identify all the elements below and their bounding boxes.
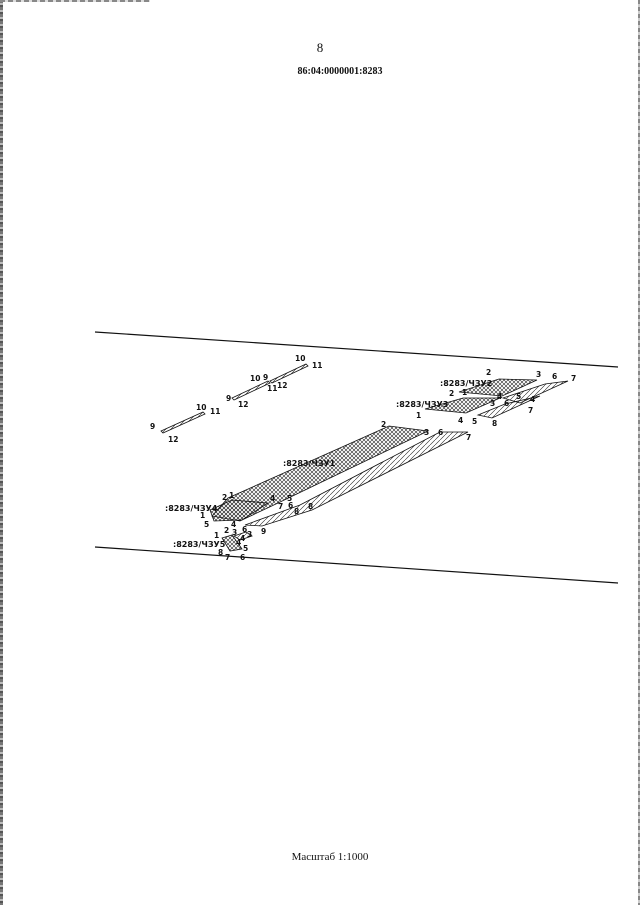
point-label: 8 — [218, 548, 223, 557]
point-label: 1 — [229, 491, 234, 500]
point-label: 3 — [232, 528, 237, 537]
point-label: 6 — [438, 428, 443, 437]
point-label: 5 — [243, 544, 248, 553]
point-label: 2 — [222, 493, 227, 502]
point-label: 11 — [210, 407, 220, 416]
page-number: 8 — [316, 40, 324, 55]
point-label: 5 — [516, 392, 521, 401]
point-label: 10 — [250, 374, 260, 383]
plot-chzu3: :8283/ЧЗУ3 1 3 4 — [396, 397, 501, 425]
point-label: 9 — [150, 422, 155, 431]
point-label: 7 — [278, 502, 283, 511]
point-label: 1 — [416, 411, 421, 420]
cadastral-number: 86:04:0000001:8283 — [297, 66, 383, 77]
point-label: 4 — [231, 520, 236, 529]
plot-label: :8283/ЧЗУ2 — [440, 379, 492, 388]
segment-3: 10 11 12 — [269, 354, 322, 390]
point-label: 4 — [270, 494, 275, 503]
plot-chzu1-strip: 6 7 5 7 6 8 8 9 — [244, 428, 471, 536]
point-label: 8 — [492, 419, 497, 428]
plot-chzu2: :8283/ЧЗУ2 2 3 1 2 4 — [440, 368, 541, 401]
point-label: 11 — [312, 361, 322, 370]
point-label: 1 — [200, 511, 205, 520]
point-label: 8 — [294, 507, 299, 516]
point-label: 4 — [530, 395, 535, 404]
point-label: 4 — [458, 416, 463, 425]
point-label: 3 — [247, 530, 252, 539]
scan-edge-top — [0, 0, 150, 2]
scan-edge-left — [0, 0, 3, 905]
point-label: 12 — [238, 400, 248, 409]
point-label: 3 — [490, 399, 495, 408]
point-label: 4 — [497, 392, 502, 401]
point-label: 4 — [236, 538, 241, 547]
point-label: 5 — [204, 520, 209, 529]
point-label: 2 — [486, 368, 491, 377]
plot-chzu2-strip: 6 7 5 — [501, 372, 576, 404]
plot-chzu3-strip: 6 4 7 5 8 — [472, 395, 541, 428]
point-label: 6 — [552, 372, 557, 381]
plot-label: :8283/ЧЗУ4 — [165, 504, 218, 513]
point-label: 12 — [277, 381, 287, 390]
boundary-line-top — [94, 331, 619, 368]
segment-2: 9 10 9 11 12 — [226, 373, 277, 409]
point-label: 5 — [472, 417, 477, 426]
point-label: 11 — [267, 384, 277, 393]
point-label: 10 — [295, 354, 305, 363]
plot-label: :8283/ЧЗУ1 — [283, 459, 336, 468]
point-label: 6 — [242, 525, 247, 534]
point-label: 1 — [462, 388, 467, 397]
segment-1: 9 10 11 12 — [150, 403, 220, 444]
scan-edge-right — [638, 0, 640, 905]
point-label: 7 — [225, 553, 230, 562]
point-label: 6 — [240, 553, 245, 562]
point-label: 9 — [226, 394, 231, 403]
point-label: 2 — [381, 420, 386, 429]
plot-label: :8283/ЧЗУ5 — [173, 540, 226, 549]
point-label: 2 — [449, 389, 454, 398]
point-label: 4 — [240, 534, 245, 543]
point-label: 7 — [466, 433, 471, 442]
boundary-line-bottom — [94, 546, 619, 584]
point-label: 9 — [263, 373, 268, 382]
point-label: 10 — [196, 403, 206, 412]
point-label: 6 — [504, 399, 509, 408]
point-label: 1 — [214, 531, 219, 540]
point-label: 7 — [571, 374, 576, 383]
point-label: 3 — [536, 370, 541, 379]
point-label: 2 — [224, 526, 229, 535]
point-label: 12 — [168, 435, 178, 444]
point-label: 5 — [287, 494, 292, 503]
scale-label: Масштаб 1:1000 — [291, 851, 369, 863]
plot-chzu1: :8283/ЧЗУ1 2 3 2 1 4 — [211, 420, 430, 522]
point-label: 9 — [261, 527, 266, 536]
point-label: 6 — [288, 501, 293, 510]
point-label: 8 — [308, 502, 313, 511]
plot-chzu4: :8283/ЧЗУ4 1 5 4 — [165, 499, 270, 529]
point-label: 3 — [424, 428, 429, 437]
point-label: 7 — [528, 406, 533, 415]
plot-chzu5: :8283/ЧЗУ5 1 2 3 4 6 3 4 5 8 7 6 — [173, 525, 253, 562]
plot-label: :8283/ЧЗУ3 — [396, 400, 448, 409]
